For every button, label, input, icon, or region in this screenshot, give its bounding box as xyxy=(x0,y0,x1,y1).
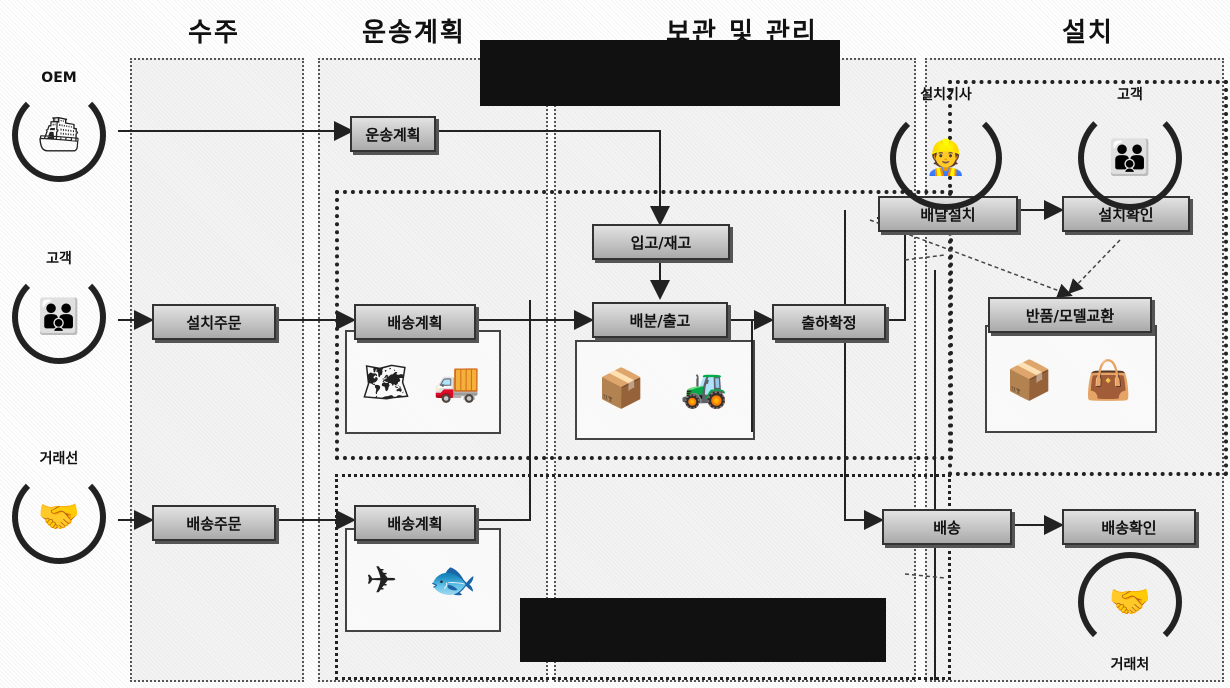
node-delivery-confirm: 배송확인 xyxy=(1062,509,1196,545)
node-pick-ship: 배분/출고 xyxy=(592,302,728,338)
node-return-product: 반품/모델교환 xyxy=(988,297,1152,333)
actor-dealer-left: 거래선 🤝 xyxy=(12,448,106,564)
node-install-order: 설치주문 xyxy=(152,304,276,340)
handshake-icon: 🤝 xyxy=(12,470,106,564)
people-icon: 👪 xyxy=(1078,106,1182,210)
node-delivery-order: 배송주문 xyxy=(152,505,276,541)
actor-customer-left: 고객 👪 xyxy=(12,248,106,364)
handshake-icon: 🤝 xyxy=(1078,552,1182,652)
actor-installer-label: 설치기사 xyxy=(920,84,972,104)
actor-oem-label: OEM xyxy=(41,70,76,86)
actor-dealer-right-label: 거래처 xyxy=(1111,654,1150,674)
actor-dealer-left-label: 거래선 xyxy=(40,448,79,468)
line-transport-stock xyxy=(436,131,660,222)
actor-customer-left-label: 고객 xyxy=(46,248,72,268)
actor-dealer-right: 거래처 🤝 xyxy=(1078,552,1182,676)
ship-icon: ⛴ xyxy=(12,88,106,182)
line-delivery-plan-up xyxy=(476,300,530,520)
actor-oem: OEM ⛴ xyxy=(12,70,106,182)
line-hatch-top xyxy=(905,255,945,260)
people-icon: 👪 xyxy=(12,270,106,364)
node-transport-plan: 운송계획 xyxy=(350,116,436,152)
node-install-plan: 배송계획 xyxy=(354,304,476,340)
actor-customer-right-label: 고객 xyxy=(1117,84,1143,104)
line-hatch-bottom xyxy=(905,574,945,578)
line-installconfirm-return xyxy=(1070,240,1120,292)
actor-installer: 설치기사 👷 xyxy=(890,84,1002,210)
worker-icon: 👷 xyxy=(890,106,1002,210)
line-confirm-delivery xyxy=(845,210,880,520)
node-ship-confirm: 출하확정 xyxy=(772,304,886,340)
node-delivery-plan: 배송계획 xyxy=(354,505,476,541)
node-stock-inout: 입고/재고 xyxy=(592,224,730,260)
actor-customer-right: 고객 👪 xyxy=(1078,84,1182,210)
node-delivery: 배송 xyxy=(882,509,1012,545)
